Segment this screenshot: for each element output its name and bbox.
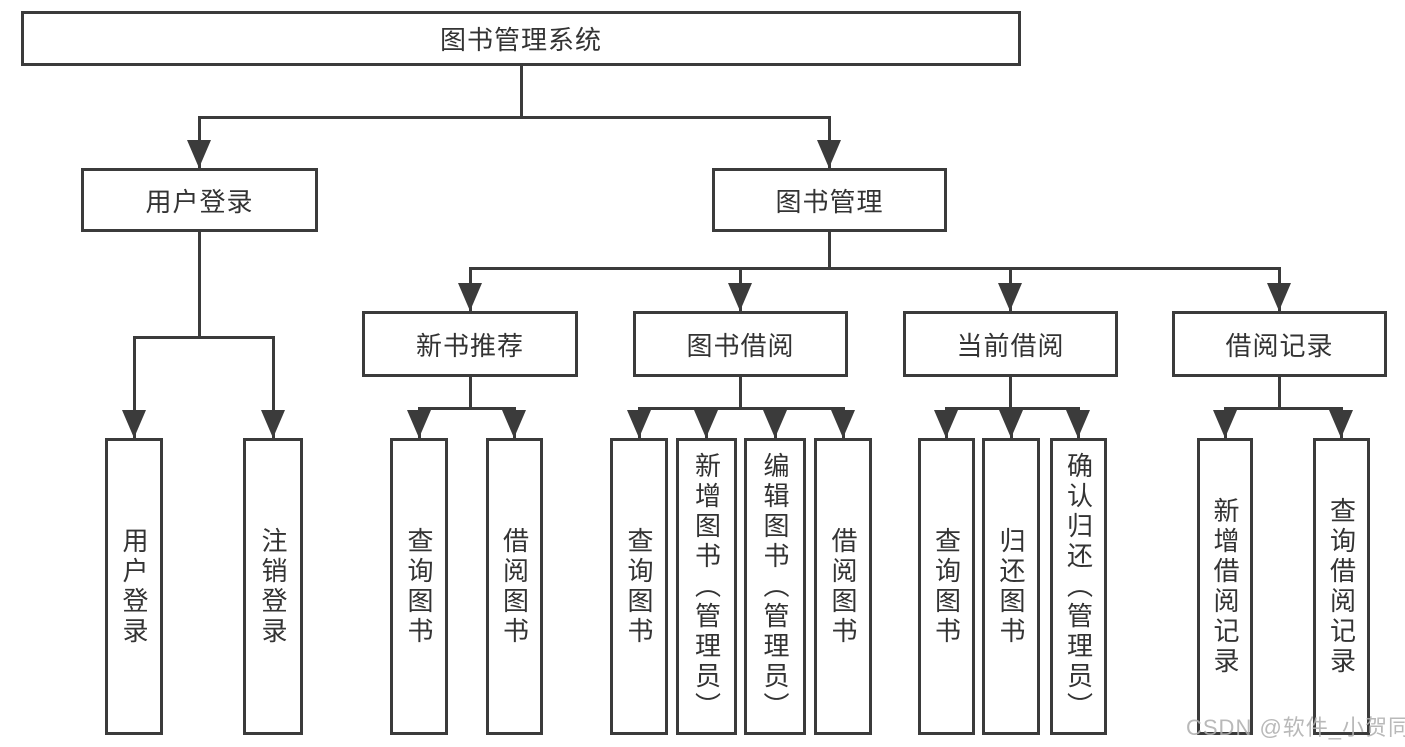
leaf-user-login: 用户登录 [105, 438, 163, 735]
node-user-login-label: 用户登录 [145, 186, 254, 217]
connector-line [520, 66, 523, 116]
arrow-down-icon [407, 410, 431, 438]
arrow-down-icon [694, 410, 718, 438]
leaf-borrow-books-borrowing: 借阅图书 [814, 438, 872, 735]
node-book-borrowing: 图书借阅 [633, 311, 848, 377]
leaf-confirm-return-admin: 确认归还（管理员） [1050, 438, 1107, 735]
leaf-add-borrow-record: 新增借阅记录 [1197, 438, 1253, 735]
leaf-query-books-recommend-label: 查询图书 [404, 526, 434, 647]
node-book-management-label: 图书管理 [775, 186, 884, 217]
arrow-down-icon [934, 410, 958, 438]
connector-line [418, 407, 516, 410]
arrow-down-icon [728, 283, 752, 311]
leaf-user-login-label: 用户登录 [119, 526, 149, 647]
arrow-down-icon [122, 410, 146, 438]
node-book-management: 图书管理 [712, 168, 947, 232]
arrow-down-icon [817, 140, 841, 168]
arrow-down-icon [1329, 410, 1353, 438]
connector-line [1009, 377, 1012, 407]
arrow-down-icon [1213, 410, 1237, 438]
connector-line [638, 407, 845, 410]
watermark: CSDN @软件_小贺同学 [1186, 715, 1405, 740]
arrow-down-icon [187, 140, 211, 168]
node-user-login: 用户登录 [81, 168, 318, 232]
connector-line [469, 377, 472, 407]
arrow-down-icon [1066, 410, 1090, 438]
connector-line [1224, 407, 1343, 410]
leaf-query-books-recommend: 查询图书 [390, 438, 448, 735]
node-root-label: 图书管理系统 [439, 25, 602, 55]
arrow-down-icon [502, 410, 526, 438]
arrow-down-icon [999, 410, 1023, 438]
connector-line [198, 232, 201, 336]
leaf-edit-books-admin-label: 编辑图书（管理员） [760, 451, 790, 722]
node-current-borrowing-label: 当前借阅 [956, 330, 1065, 361]
leaf-query-books-borrowing-label: 查询图书 [624, 526, 654, 647]
arrow-down-icon [1267, 283, 1291, 311]
connector-line [133, 336, 275, 339]
arrow-down-icon [627, 410, 651, 438]
leaf-return-books-label: 归还图书 [996, 526, 1026, 647]
node-new-book-recommend-label: 新书推荐 [415, 330, 524, 361]
connector-line [739, 377, 742, 407]
leaf-query-borrow-record-label: 查询借阅记录 [1326, 496, 1357, 677]
leaf-borrow-books-recommend: 借阅图书 [486, 438, 543, 735]
arrow-down-icon [458, 283, 482, 311]
connector-line [133, 336, 136, 438]
leaf-logout: 注销登录 [243, 438, 303, 735]
leaf-query-books-current: 查询图书 [918, 438, 975, 735]
node-root: 图书管理系统 [21, 11, 1021, 66]
leaf-edit-books-admin: 编辑图书（管理员） [744, 438, 806, 735]
leaf-borrow-books-borrowing-label: 借阅图书 [828, 526, 858, 647]
connector-line [1278, 377, 1281, 407]
arrow-down-icon [998, 283, 1022, 311]
connector-line [469, 267, 1281, 270]
arrow-down-icon [261, 410, 285, 438]
leaf-add-borrow-record-label: 新增借阅记录 [1210, 496, 1240, 677]
arrow-down-icon [763, 410, 787, 438]
node-new-book-recommend: 新书推荐 [362, 311, 578, 377]
leaf-add-books-admin-label: 新增图书（管理员） [691, 451, 722, 722]
node-borrowing-records-label: 借阅记录 [1225, 330, 1334, 361]
leaf-return-books: 归还图书 [982, 438, 1040, 735]
arrow-down-icon [831, 410, 855, 438]
node-book-borrowing-label: 图书借阅 [686, 330, 795, 361]
leaf-query-books-borrowing: 查询图书 [610, 438, 668, 735]
node-current-borrowing: 当前借阅 [903, 311, 1118, 377]
connector-line [272, 336, 275, 438]
connector-line [828, 232, 831, 267]
node-borrowing-records: 借阅记录 [1172, 311, 1387, 377]
leaf-confirm-return-admin-label: 确认归还（管理员） [1063, 451, 1094, 722]
connector-line [198, 116, 831, 119]
leaf-logout-label: 注销登录 [258, 526, 288, 647]
leaf-add-books-admin: 新增图书（管理员） [676, 438, 737, 735]
leaf-query-books-current-label: 查询图书 [931, 526, 962, 647]
leaf-query-borrow-record: 查询借阅记录 [1313, 438, 1370, 735]
leaf-borrow-books-recommend-label: 借阅图书 [499, 526, 530, 647]
